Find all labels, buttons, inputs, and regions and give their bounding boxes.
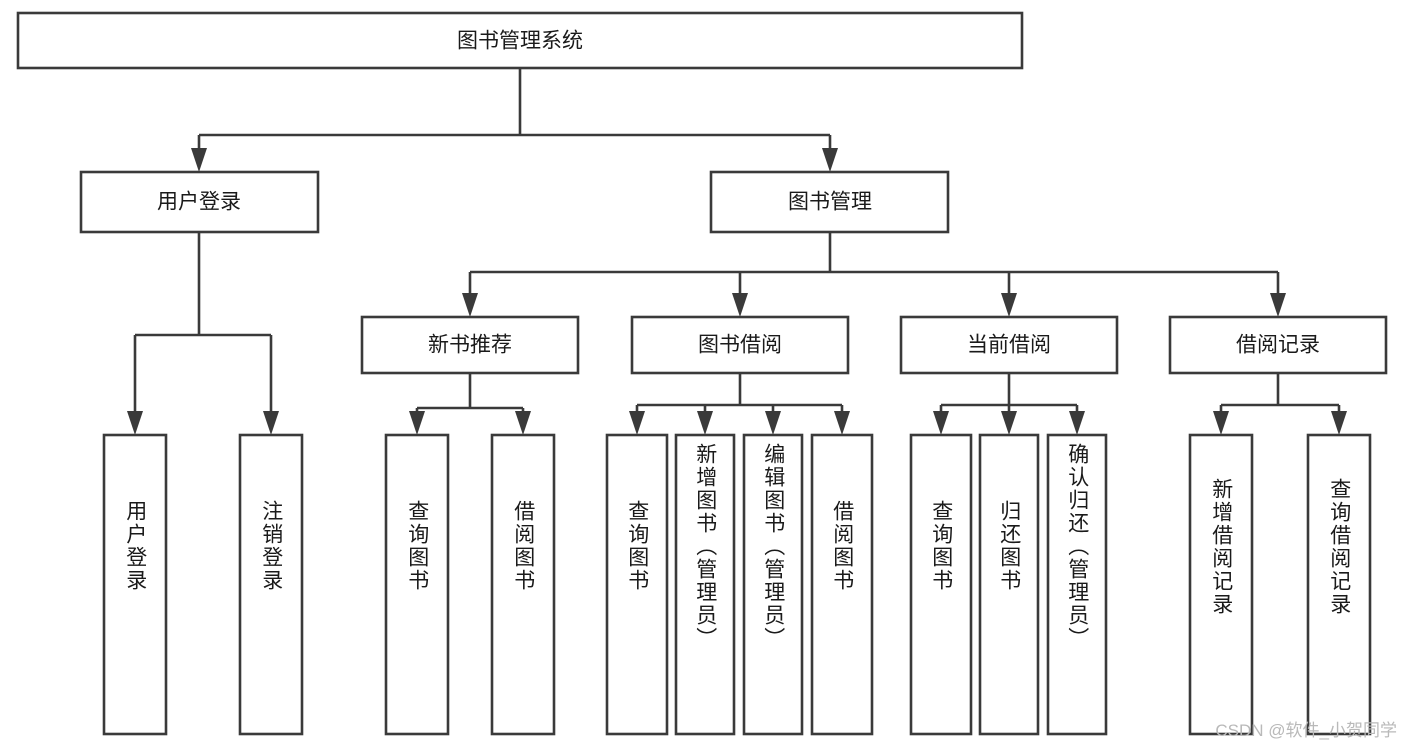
leaf-box-bb-query-book[interactable] bbox=[605, 433, 669, 736]
node-root-box[interactable] bbox=[16, 11, 1024, 70]
node-root-label: 图书管理系统 bbox=[457, 30, 583, 53]
connector-group bbox=[127, 68, 1347, 435]
node-new-book-recommend-box[interactable] bbox=[360, 315, 580, 375]
leaf-box-nb-borrow-book[interactable] bbox=[490, 433, 556, 736]
arrow-head-borrow-record bbox=[1270, 293, 1286, 317]
arrow-head-leaf-user-login bbox=[127, 411, 143, 435]
arrow-head-cb-leaf1 bbox=[933, 411, 949, 435]
node-user-login[interactable]: 用户登录 bbox=[79, 170, 320, 234]
leaf-box-br-query-record[interactable] bbox=[1306, 433, 1372, 736]
arrow-head-cb-leaf3 bbox=[1069, 411, 1085, 435]
arrow-head-book-borrow bbox=[732, 293, 748, 317]
node-book-management-box[interactable] bbox=[709, 170, 950, 234]
node-borrow-record[interactable]: 借阅记录 bbox=[1168, 315, 1388, 375]
arrow-head-leaf-user-logout bbox=[263, 411, 279, 435]
arrow-head-bookmgmt bbox=[822, 148, 838, 172]
leaf-box-user-login[interactable] bbox=[102, 433, 168, 736]
node-borrow-record-box[interactable] bbox=[1168, 315, 1388, 375]
arrow-head-bb-leaf4 bbox=[834, 411, 850, 435]
node-root[interactable]: 图书管理系统 bbox=[16, 11, 1024, 70]
leaf-box-bb-add-book[interactable] bbox=[674, 433, 736, 736]
leaf-box-bb-edit-book[interactable] bbox=[742, 433, 804, 736]
node-book-borrow-box[interactable] bbox=[630, 315, 850, 375]
leaf-box-cb-query-book[interactable] bbox=[909, 433, 973, 736]
arrow-head-current-borrow bbox=[1001, 293, 1017, 317]
leaf-box-cb-return-book[interactable] bbox=[978, 433, 1040, 736]
arrow-head-br-leaf1 bbox=[1213, 411, 1229, 435]
node-book-borrow[interactable]: 图书借阅 bbox=[630, 315, 850, 375]
node-user-login-box[interactable] bbox=[79, 170, 320, 234]
leaf-box-cb-confirm-return[interactable] bbox=[1046, 433, 1108, 736]
node-book-management[interactable]: 图书管理 bbox=[709, 170, 950, 234]
arrow-head-new-book bbox=[462, 293, 478, 317]
leaf-box-br-add-record[interactable] bbox=[1188, 433, 1254, 736]
node-new-book-recommend[interactable]: 新书推荐 bbox=[360, 315, 580, 375]
arrow-head-br-leaf2 bbox=[1331, 411, 1347, 435]
arrow-head-nb-leaf1 bbox=[409, 411, 425, 435]
arrow-head-userlogin bbox=[191, 148, 207, 172]
arrow-head-nb-leaf2 bbox=[515, 411, 531, 435]
node-new-book-recommend-label: 新书推荐 bbox=[428, 334, 512, 357]
arrow-head-cb-leaf2 bbox=[1001, 411, 1017, 435]
node-book-management-label: 图书管理 bbox=[788, 191, 872, 214]
watermark-label: CSDN @软件_小贺同学 bbox=[1215, 721, 1397, 740]
node-current-borrow[interactable]: 当前借阅 bbox=[899, 315, 1119, 375]
node-user-login-label: 用户登录 bbox=[157, 191, 241, 214]
node-borrow-record-label: 借阅记录 bbox=[1236, 334, 1320, 357]
leaf-box-group bbox=[102, 433, 1372, 736]
leaf-box-user-logout[interactable] bbox=[238, 433, 304, 736]
leaf-box-bb-borrow-book[interactable] bbox=[810, 433, 874, 736]
node-book-borrow-label: 图书借阅 bbox=[698, 334, 782, 357]
arrow-head-bb-leaf1 bbox=[629, 411, 645, 435]
node-current-borrow-label: 当前借阅 bbox=[967, 334, 1051, 357]
leaf-box-nb-query-book[interactable] bbox=[384, 433, 450, 736]
node-current-borrow-box[interactable] bbox=[899, 315, 1119, 375]
arrow-head-bb-leaf3 bbox=[765, 411, 781, 435]
arrow-head-bb-leaf2 bbox=[697, 411, 713, 435]
